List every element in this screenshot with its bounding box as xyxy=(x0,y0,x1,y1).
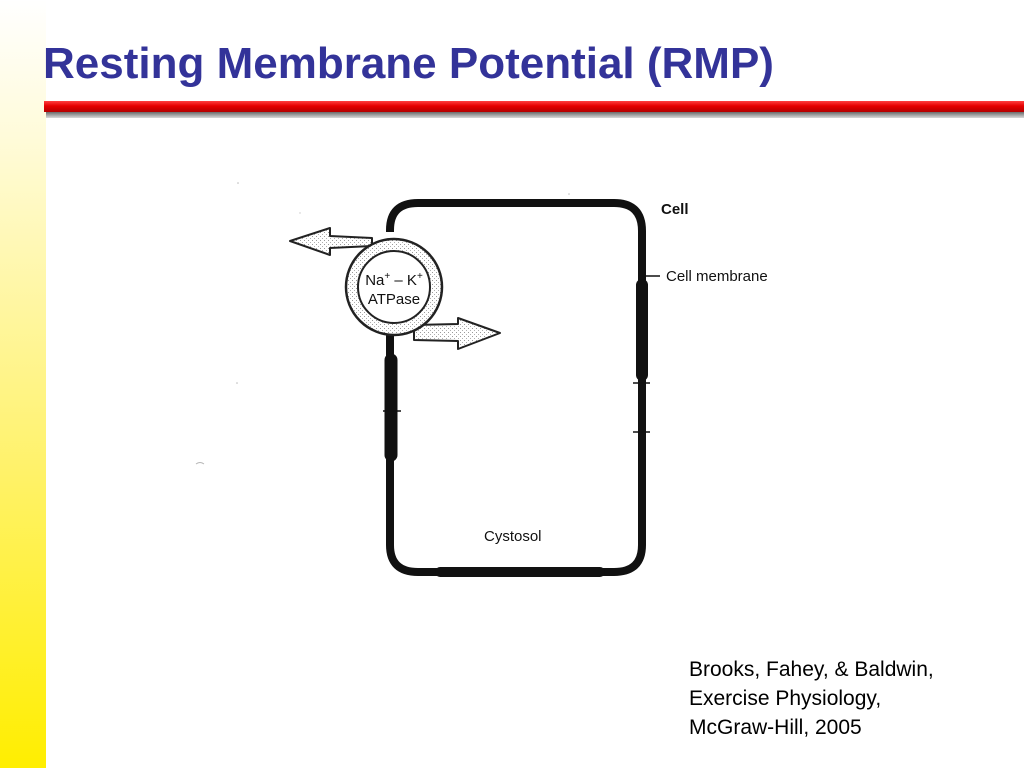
left-accent-band xyxy=(0,0,46,768)
title-rule-shadow xyxy=(46,112,1024,118)
scan-specks xyxy=(195,182,570,465)
cell-membrane-outline xyxy=(386,199,646,576)
title-rule-red-bar xyxy=(44,101,1024,112)
na-efflux-arrow xyxy=(289,227,373,256)
cell-membrane-label: Cell membrane xyxy=(666,268,768,285)
na-k-atpase-pump-core xyxy=(357,250,431,324)
pump-label-atpase: ATPase xyxy=(368,291,420,308)
membrane-tick-marks xyxy=(383,382,650,433)
k-influx-arrow xyxy=(413,317,501,350)
cell-label: Cell xyxy=(661,201,689,218)
pump-label-ions: Na+ – K+ xyxy=(365,271,423,289)
source-citation: Brooks, Fahey, & Baldwin, Exercise Physi… xyxy=(689,655,934,742)
citation-book-title: Exercise Physiology, xyxy=(689,687,882,710)
slide-title: Resting Membrane Potential (RMP) xyxy=(43,39,774,88)
cytosol-label: Cystosol xyxy=(484,528,542,545)
citation-authors: Brooks, Fahey, & Baldwin, xyxy=(689,658,934,681)
citation-publisher-year: McGraw-Hill, 2005 xyxy=(689,716,862,739)
title-underline-rule xyxy=(44,101,1024,119)
